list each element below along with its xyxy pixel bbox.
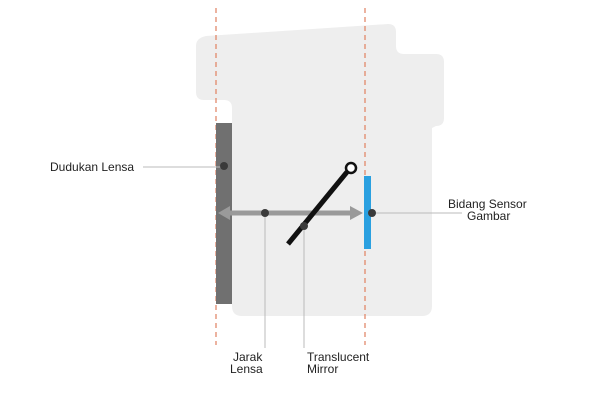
camera-body [196, 24, 444, 316]
label-mirror-line1: Translucent [307, 350, 370, 364]
flange-distance-arrow [218, 206, 363, 220]
label-lens-mount: Dudukan Lensa [50, 160, 134, 174]
dot-lens-mount [220, 162, 228, 170]
label-sensor-line2: Gambar [467, 209, 510, 223]
translucent-mirror [286, 161, 358, 246]
label-sensor-line1: Bidang Sensor [448, 197, 527, 211]
label-flange-line1: Jarak [233, 350, 263, 364]
label-flange-line2: Lensa [230, 362, 263, 376]
dot-mirror [300, 222, 308, 230]
mirror-pivot [344, 161, 358, 175]
label-mirror-line2: Mirror [307, 362, 338, 376]
dot-flange-distance [261, 209, 269, 217]
image-sensor [364, 176, 371, 249]
dot-sensor [368, 209, 376, 217]
